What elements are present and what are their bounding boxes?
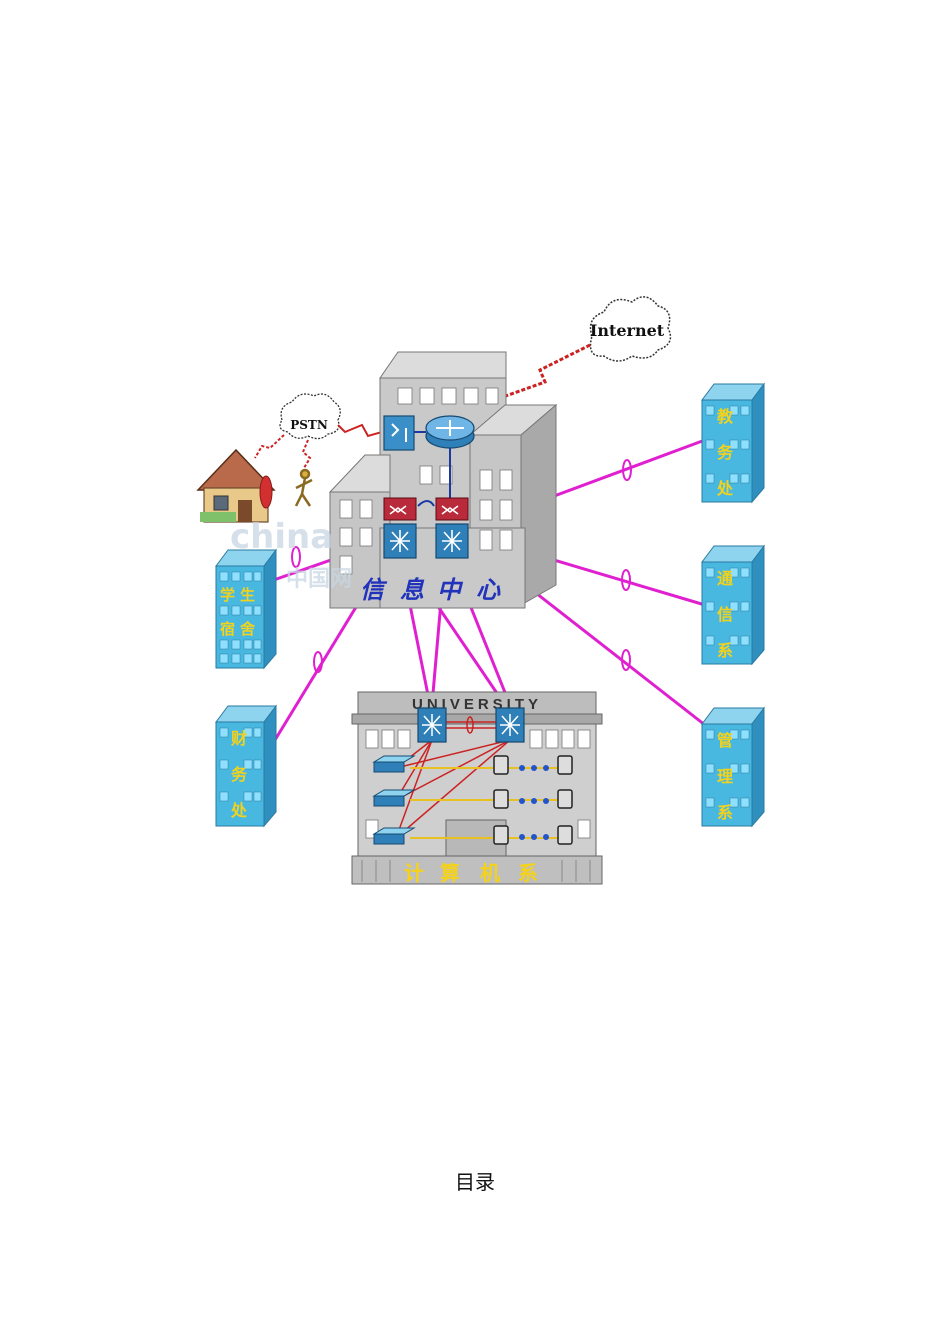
link-marker [621,569,631,591]
building-label-char: 务 [717,443,734,462]
pstn-label: PSTN [290,418,328,432]
link-marker [291,546,301,568]
workstation-icon [493,789,509,809]
access-server-icon [383,415,415,451]
home-house-icon [196,448,276,523]
building-label-char: 教 [717,407,734,426]
building-label-char: 务 [231,765,248,784]
pstn-cloud: PSTN [279,393,341,440]
distribution-switch-left-icon [417,707,447,743]
university-building: UNIVERSITY 计 算 机 系 [351,691,603,885]
mobile-user-icon [294,468,313,507]
pstn-to-center-link [337,423,383,438]
workstation-icon [557,825,573,845]
building-label-char: 系 [717,803,733,822]
core-switch-left-icon [383,523,417,559]
building-label-char: 学 [220,586,235,604]
building-label-char: 舍 [240,620,256,638]
workstation-group [493,755,573,845]
information-center-building: 信 息 中 心 [328,351,558,609]
toc-heading: 目录 [455,1170,495,1194]
building-left-top: 学 生 宿 舍 [215,548,277,670]
center-title-char: 中 [437,575,464,604]
building-label-char: 处 [230,801,248,820]
workstation-icon [557,755,573,775]
access-switch-icon [372,755,416,773]
link-marker [313,651,323,673]
firewall-right-icon [435,497,469,521]
building-label-char: 处 [716,479,734,498]
workstation-icon [493,755,509,775]
link-marker [466,716,474,734]
access-switch-icon [372,789,416,807]
workstation-dots [519,765,549,840]
building-label-char: 信 [717,605,733,624]
workstation-icon [557,789,573,809]
firewall-left-icon [383,497,417,521]
building-label-char: 系 [717,641,733,660]
center-title-char: 心 [476,575,501,604]
distribution-switch-right-icon [495,707,525,743]
internet-wan-link [467,343,591,427]
university-dept-char: 计 [404,861,424,885]
building-label-char: 通 [717,569,733,588]
university-dept-char: 算 [440,861,460,885]
workstation-icon [493,825,509,845]
core-router-icon [425,415,475,449]
university-dept-char: 机 [480,861,500,885]
watermark-line2: 中国网 [286,567,352,592]
internet-cloud: Internet [589,296,672,362]
pstn-to-mobile-link [301,439,312,469]
building-label-char: 管 [717,731,733,750]
building-label-char: 财 [230,729,247,748]
center-title-char: 信 [360,575,388,604]
link-marker [621,649,631,671]
building-left-bottom: 财 务 处 [215,704,277,828]
building-label-char: 生 [240,586,255,604]
center-title-char: 息 [400,575,425,604]
link-marker [622,459,632,481]
building-label-char: 理 [717,767,733,786]
university-dept-char: 系 [518,861,538,885]
internet-label: Internet [590,321,665,340]
building-right-bottom: 管 理 系 [701,706,765,828]
access-switch-icon [372,827,416,845]
building-right-top: 教 务 处 [701,382,765,504]
building-label-char: 宿 [220,620,235,638]
link-markers [291,459,632,673]
firewall-interlink [417,500,435,507]
building-right-middle: 通 信 系 [701,544,765,666]
core-switch-right-icon [435,523,469,559]
pstn-to-home-link [254,434,285,459]
